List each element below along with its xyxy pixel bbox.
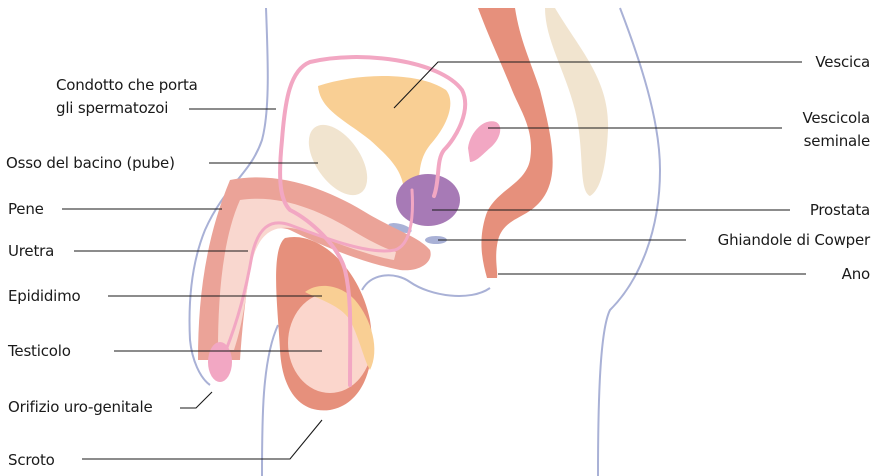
label-vescicola-line2: seminale bbox=[804, 132, 870, 151]
label-prostata: Prostata bbox=[810, 201, 870, 220]
label-testicolo: Testicolo bbox=[8, 342, 71, 361]
label-vescica: Vescica bbox=[815, 53, 870, 72]
prostate bbox=[396, 174, 460, 226]
label-osso: Osso del bacino (pube) bbox=[6, 154, 175, 173]
label-scroto: Scroto bbox=[8, 451, 55, 470]
label-uretra: Uretra bbox=[8, 242, 54, 261]
label-orifizio: Orifizio uro-genitale bbox=[8, 398, 152, 417]
perineum-outline bbox=[362, 275, 490, 296]
label-condotto-line1: Condotto che porta bbox=[56, 76, 198, 95]
leader-orifizio bbox=[180, 392, 212, 408]
leader-scroto bbox=[82, 420, 322, 459]
label-pene: Pene bbox=[8, 200, 44, 219]
label-vescicola-line1: Vescicola bbox=[802, 109, 870, 128]
label-epididimo: Epididimo bbox=[8, 287, 81, 306]
thigh-outline bbox=[262, 325, 278, 476]
seminal-vesicle bbox=[468, 121, 500, 162]
sacrum bbox=[545, 8, 608, 196]
label-ano: Ano bbox=[842, 265, 870, 284]
body-outline-back bbox=[598, 8, 660, 476]
label-cowper: Ghiandole di Cowper bbox=[718, 231, 870, 250]
label-condotto-line2: gli spermatozoi bbox=[56, 99, 168, 118]
